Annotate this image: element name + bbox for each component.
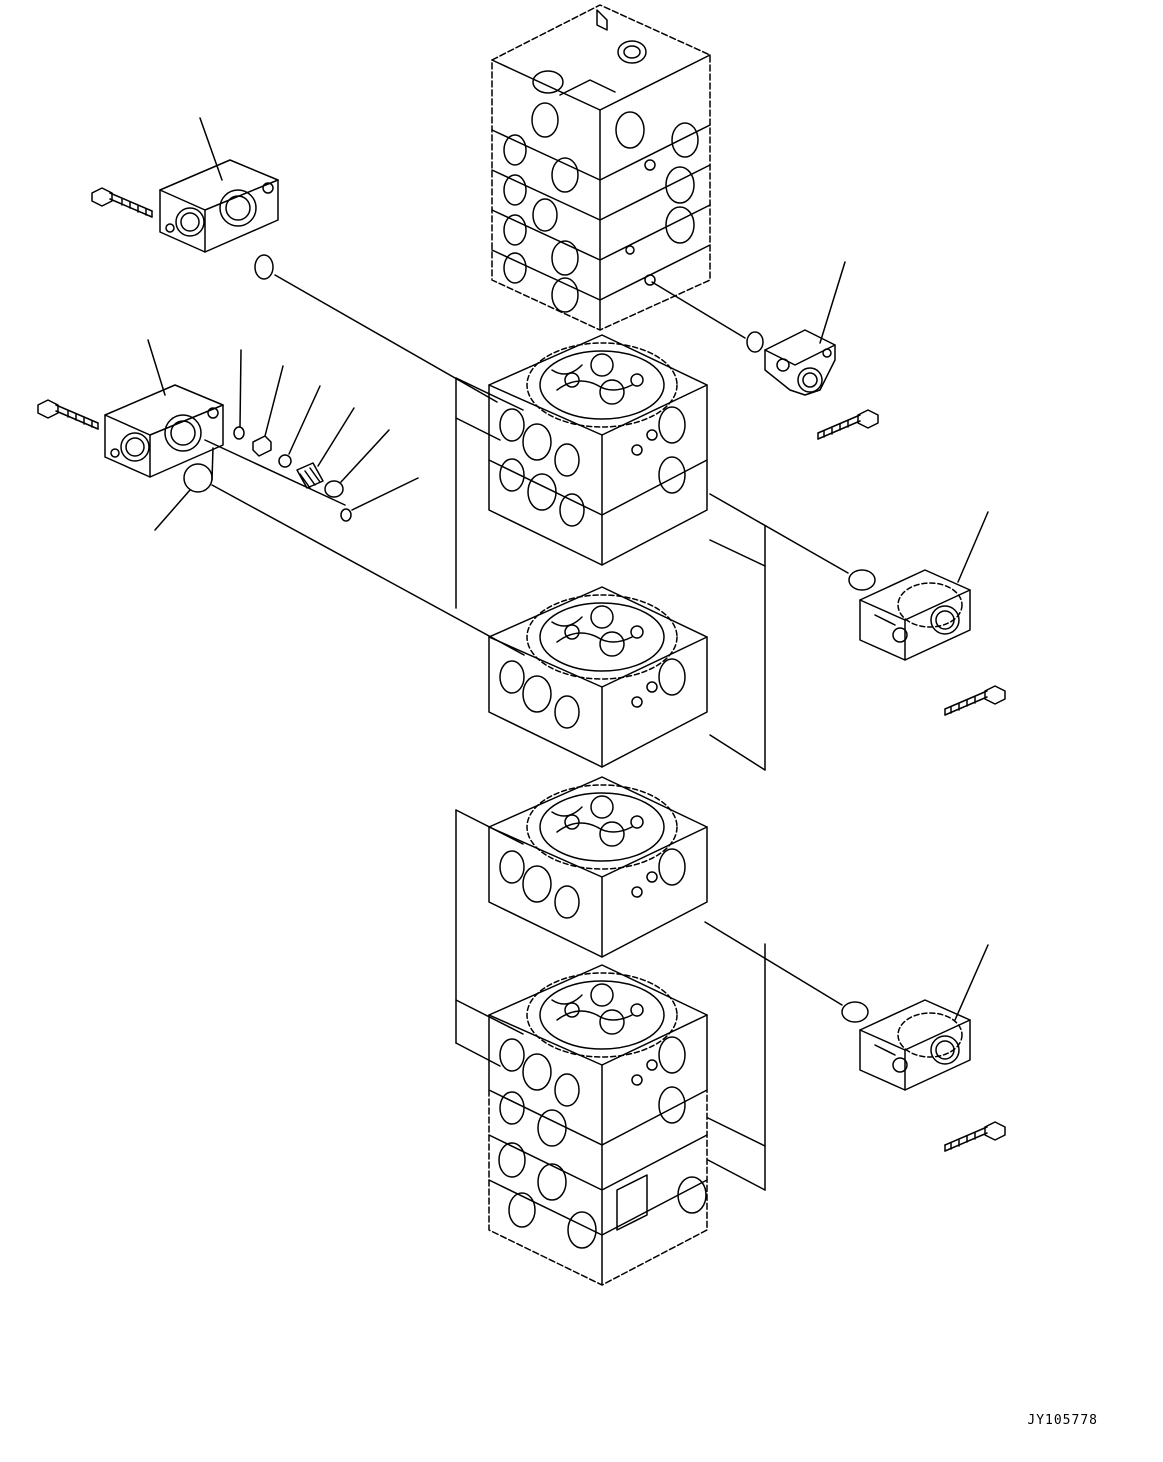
spring: [296, 462, 324, 489]
upper-o-ring: [254, 254, 274, 280]
spool-axis-line: [204, 439, 346, 506]
leader-line-lower-cover: [147, 339, 166, 396]
end-o-ring: [340, 508, 352, 522]
lower-left-bolt: [37, 399, 99, 430]
leader-line-middle-right: [957, 511, 989, 583]
lower-right-relief-cover: [859, 999, 971, 1091]
upper-right-o-ring: [746, 331, 764, 353]
valve-section-2: [488, 586, 708, 768]
relief-spool-parts: [233, 349, 419, 522]
assembly-frame-lines: [455, 377, 766, 1191]
upper-right-cover: [764, 329, 836, 396]
middle-right-bolt: [944, 685, 1006, 716]
small-o-ring: [233, 426, 245, 440]
middle-right-o-ring: [848, 569, 876, 591]
poppet: [252, 435, 272, 457]
assembly-line-lower-cover: [211, 447, 525, 656]
upper-right-bolt: [817, 409, 879, 440]
upper-left-end-cover: [159, 159, 279, 253]
lower-o-ring: [183, 463, 213, 493]
valve-section-1: [488, 334, 708, 566]
lower-right-bolt: [944, 1121, 1006, 1152]
assembly-line-upper-right: [651, 281, 746, 339]
lower-right-o-ring: [841, 1001, 869, 1023]
assembly-line-upper-cover: [274, 274, 498, 403]
leader-line-lower-right: [954, 944, 989, 1021]
spring-o-ring: [324, 480, 344, 498]
seat-ring: [278, 454, 292, 468]
upper-left-bolt: [91, 187, 153, 218]
middle-right-relief-cover: [859, 569, 971, 661]
leader-line-upper-cover: [199, 117, 223, 181]
leader-line-upper-right: [819, 261, 846, 344]
drawing-reference-code: JY105778: [1027, 1413, 1098, 1428]
lower-left-end-cover: [104, 384, 224, 478]
assembly-line-lower-right: [704, 921, 843, 1006]
bottom-housing-block: [488, 964, 708, 1286]
valve-section-3: [488, 776, 708, 958]
top-housing-block: [491, 4, 711, 331]
assembly-line-middle-right: [709, 493, 849, 574]
leader-line-lower-o-ring: [154, 489, 191, 531]
